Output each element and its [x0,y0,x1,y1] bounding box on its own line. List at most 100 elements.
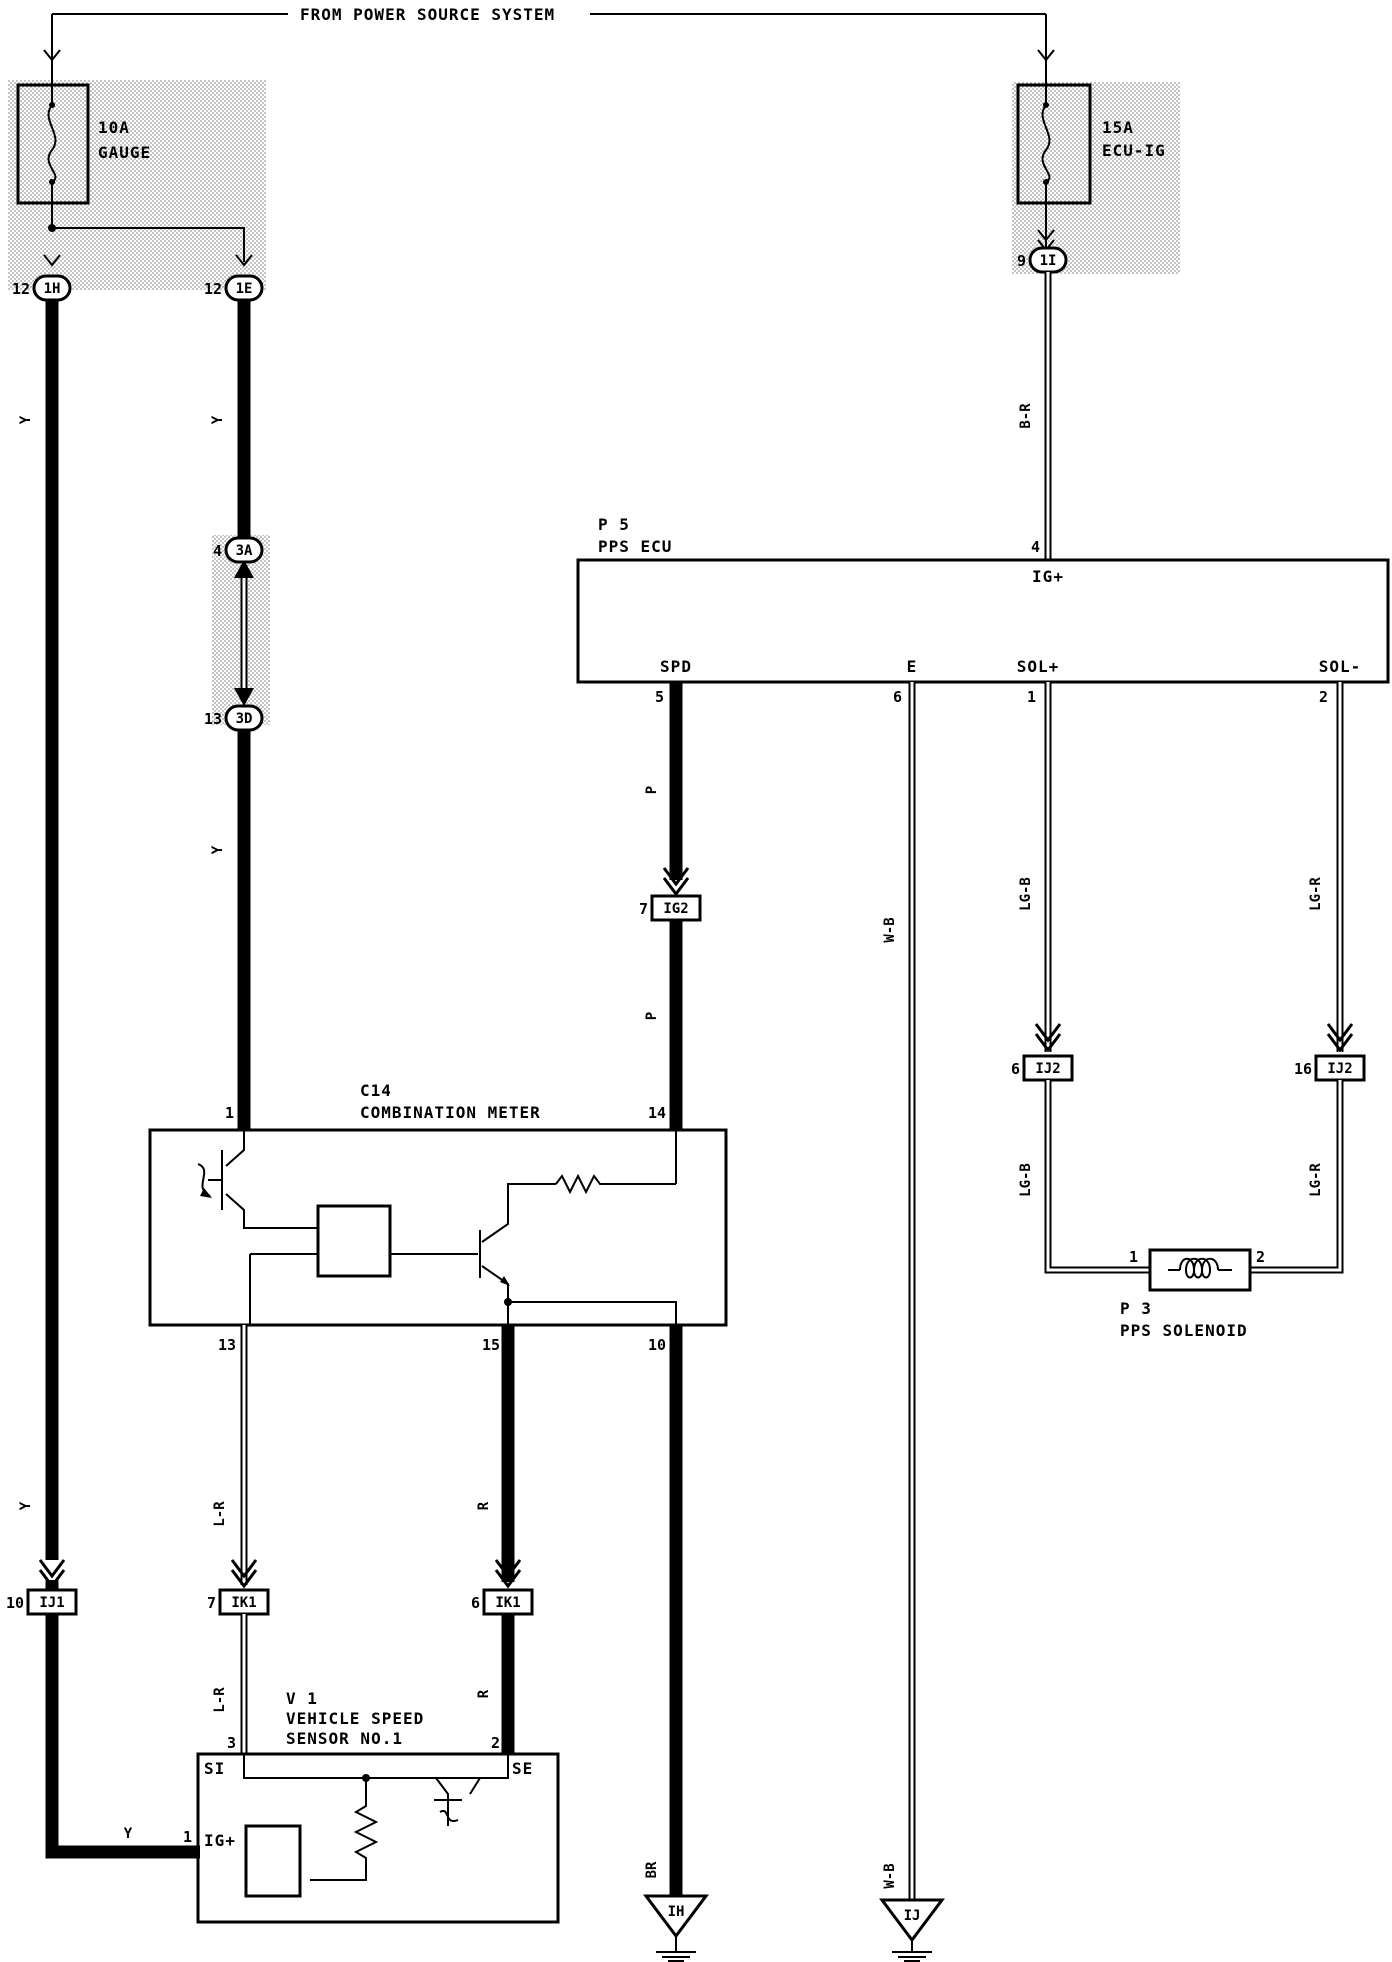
wire-label-br: BR [644,1861,660,1878]
ground-ij: IJ [879,1898,945,1962]
svg-text:IK1: IK1 [495,1595,520,1611]
sensor-pin-1: 1 [183,1828,192,1846]
ecu-pin-ig: 4 [1031,538,1040,556]
connector-ij2-b: IJ2 16 [1294,1054,1366,1082]
svg-text:12: 12 [12,280,30,298]
svg-text:6: 6 [1011,1060,1020,1078]
sensor-pin-3: 3 [227,1734,236,1752]
wire-label-l-r-2: L-R [212,1687,228,1713]
svg-text:IJ1: IJ1 [39,1595,64,1611]
ecu-terminal-spd: SPD [660,657,692,676]
wire-label-b-r: B-R [1018,403,1034,429]
fuse-ecu-rating: 15A [1102,118,1134,137]
svg-text:7: 7 [639,900,648,918]
wire-lg-b-lower [1044,1080,1150,1274]
svg-text:7: 7 [207,1594,216,1612]
meter-pin-1: 1 [225,1104,234,1122]
meter-pin-10: 10 [648,1336,666,1354]
wire-lg-b-upper [1034,682,1062,1053]
meter-pin-13: 13 [218,1336,236,1354]
svg-text:3D: 3D [236,711,253,727]
wire-label-y-5: Y [124,1826,133,1842]
sensor-terminal-ig: IG+ [204,1831,236,1850]
wire-label-y-3: Y [210,845,226,854]
arrow-ik1-b [494,1559,522,1589]
fuse-gauge-rating: 10A [98,118,130,137]
fuse-ecu-name: ECU-IG [1102,141,1166,160]
svg-text:4: 4 [213,542,222,560]
ecu-name: PPS ECU [598,537,672,556]
connector-1e: 1E 12 [204,274,264,302]
sensor-name-2: SENSOR NO.1 [286,1729,403,1748]
connector-3a: 3A 4 [213,536,264,564]
meter-code: C14 [360,1081,392,1100]
svg-text:6: 6 [471,1594,480,1612]
wire-label-y-1: Y [18,415,34,424]
wire-label-p-2: P [644,1012,660,1020]
ecu-terminal-solm: SOL- [1319,657,1362,676]
ecu-pin-solm: 2 [1319,688,1328,706]
solenoid-code: P 3 [1120,1299,1152,1318]
connector-ig2: IG2 7 [639,894,702,922]
speed-sensor-box [196,1752,560,1924]
wire-label-l-r-1: L-R [212,1501,228,1527]
svg-text:IH: IH [668,1904,685,1920]
arrow-ig2 [662,867,690,897]
svg-text:12: 12 [204,280,222,298]
sensor-terminal-si: SI [204,1759,225,1778]
ecu-terminal-solp: SOL+ [1017,657,1060,676]
connector-3d: 3D 13 [204,704,264,732]
meter-internal-circuit [197,1130,677,1325]
fuse-gauge [16,60,90,228]
pps-ecu-box [576,558,1390,684]
sensor-internal-circuit [243,1754,509,1898]
wire-label-w-b-2: W-B [882,1863,898,1888]
svg-text:9: 9 [1017,252,1026,270]
svg-text:IG2: IG2 [663,901,688,917]
wire-label-lg-b-2: LG-B [1018,1163,1034,1197]
ecu-pin-spd: 5 [655,688,664,706]
svg-text:16: 16 [1294,1060,1312,1078]
ecu-pin-e: 6 [893,688,902,706]
connector-1h: 1H 12 [12,274,72,302]
sensor-name-1: VEHICLE SPEED [286,1709,424,1728]
svg-text:IK1: IK1 [231,1595,256,1611]
wire-label-lg-r-2: LG-R [1308,1163,1324,1197]
fuse-gauge-name: GAUGE [98,143,151,162]
ecu-terminal-e: E [907,657,918,676]
meter-name: COMBINATION METER [360,1103,541,1122]
ground-ih: IH [643,1894,709,1962]
wire-l-r-upper [230,1325,258,1589]
wire-label-w-b-1: W-B [882,917,898,942]
meter-pin-14: 14 [648,1104,666,1122]
svg-text:1H: 1H [44,281,61,297]
power-source-line [43,13,1055,62]
shade-ecu-fuse [1012,82,1180,274]
arrow-ij1 [38,1559,66,1589]
svg-text:IJ: IJ [904,1908,921,1924]
gauge-branch [43,224,253,267]
solenoid-pin-1: 1 [1129,1248,1138,1266]
splice-link [234,560,254,706]
sensor-code: V 1 [286,1689,318,1708]
wire-label-lg-r-1: LG-R [1308,877,1324,911]
wire-label-y-2: Y [210,415,226,424]
connector-ik1-b: IK1 6 [471,1588,534,1616]
solenoid-name: PPS SOLENOID [1120,1321,1248,1340]
connector-ik1-a: IK1 7 [207,1588,270,1616]
sensor-terminal-se: SE [512,1759,533,1778]
power-source-label: FROM POWER SOURCE SYSTEM [300,5,555,24]
wire-label-lg-b-1: LG-B [1018,877,1034,911]
wire-label-y-4: Y [18,1501,34,1510]
wire-label-r-1: R [476,1501,492,1510]
ecu-code: P 5 [598,515,630,534]
connector-ij1: IJ1 10 [6,1588,78,1616]
connector-ij2-a: IJ2 6 [1011,1054,1074,1082]
connector-1i: 1I 9 [1017,246,1068,274]
wire-lg-r-upper [1326,682,1354,1053]
ecu-terminal-ig: IG+ [1032,567,1064,586]
sensor-pin-2: 2 [491,1734,500,1752]
svg-text:10: 10 [6,1594,24,1612]
svg-text:IJ2: IJ2 [1327,1061,1352,1077]
